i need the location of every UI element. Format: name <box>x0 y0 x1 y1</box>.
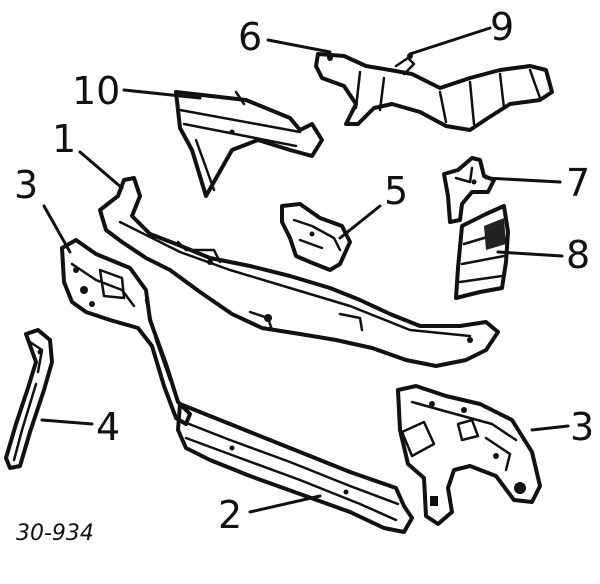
part-5-center-bracket <box>280 202 352 272</box>
leader-5 <box>338 204 382 240</box>
part-1-upper-tie-bar <box>98 176 500 368</box>
part-6-9-duct-bracket <box>314 52 554 132</box>
callout-8: 8 <box>566 233 590 277</box>
leader-2 <box>248 494 322 514</box>
callout-6: 6 <box>238 15 262 59</box>
leader-3-right <box>530 424 570 432</box>
part-7-small-bracket <box>442 156 496 224</box>
part-2-lower-cross-member <box>176 402 414 534</box>
leader-7 <box>484 176 562 184</box>
callout-3-right: 3 <box>570 405 594 449</box>
callout-3-left: 3 <box>14 163 38 207</box>
leader-4 <box>40 418 94 426</box>
callout-10: 10 <box>72 69 120 113</box>
part-8-reinforcement-plate <box>454 204 510 300</box>
leader-1 <box>78 150 124 190</box>
callout-1: 1 <box>52 117 76 161</box>
leader-8 <box>496 250 564 258</box>
part-3-left-side-panel <box>60 238 192 426</box>
callout-7: 7 <box>566 161 590 205</box>
part-10-upper-bracket <box>174 90 324 198</box>
part-4-vertical-bracket <box>4 328 54 470</box>
leader-3-left <box>42 204 72 254</box>
callout-4: 4 <box>96 405 120 449</box>
callout-9: 9 <box>490 5 514 49</box>
callout-2: 2 <box>218 493 242 537</box>
leader-9 <box>408 26 492 56</box>
leader-6 <box>266 38 332 54</box>
figure-id: 30-934 <box>16 521 94 546</box>
part-3-right-side-panel <box>396 384 542 526</box>
leader-lines <box>40 26 570 514</box>
callout-5: 5 <box>384 169 408 213</box>
leader-10 <box>122 88 202 100</box>
